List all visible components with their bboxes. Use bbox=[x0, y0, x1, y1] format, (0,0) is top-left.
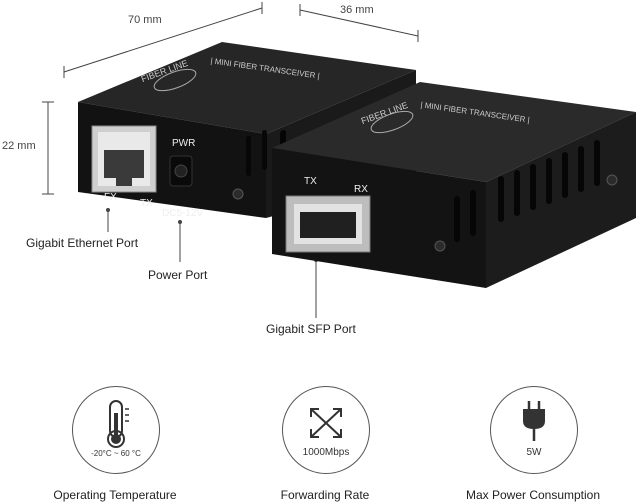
power-port-callout: Power Port bbox=[148, 268, 208, 282]
tx-label-right: TX bbox=[304, 176, 317, 187]
thermometer-icon bbox=[107, 400, 129, 448]
power-voltage-label: DC5-12V bbox=[162, 208, 204, 219]
temperature-range: -20°C ~ 60 °C bbox=[91, 449, 141, 458]
sfp-port-callout: Gigabit SFP Port bbox=[266, 322, 356, 336]
power-value: 5W bbox=[526, 447, 542, 458]
height-dimension: 22 mm bbox=[2, 140, 36, 152]
plug-icon bbox=[523, 401, 545, 441]
rate-title: Forwarding Rate bbox=[280, 488, 370, 502]
temperature-title: Operating Temperature bbox=[53, 488, 177, 502]
power-title: Max Power Consumption bbox=[465, 488, 601, 502]
ethernet-port-callout: Gigabit Ethernet Port bbox=[26, 236, 139, 250]
temperature-badge: -20°C ~ 60 °C bbox=[72, 386, 160, 474]
power-badge: 5W bbox=[490, 386, 578, 474]
rate-badge: 1000Mbps bbox=[282, 386, 370, 474]
fx-label: FX bbox=[104, 192, 117, 203]
rx-label-right: RX bbox=[354, 184, 368, 195]
length-dimension: 70 mm bbox=[128, 14, 162, 26]
pwr-label: PWR bbox=[172, 138, 196, 149]
rate-value: 1000Mbps bbox=[302, 447, 350, 458]
tx-label-left: TX bbox=[140, 198, 153, 209]
cross-arrows-icon bbox=[310, 408, 342, 438]
width-dimension: 36 mm bbox=[340, 4, 374, 16]
